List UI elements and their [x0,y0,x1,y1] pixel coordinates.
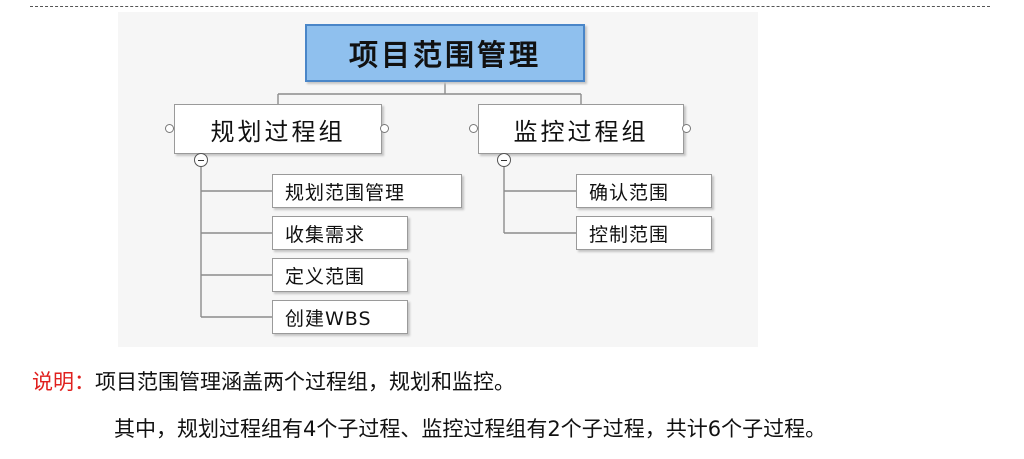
root-node: 项目范围管理 [305,24,585,82]
leaf-node-control-scope[interactable]: 控制范围 [576,216,712,250]
group-node-planning[interactable]: 规划过程组 [174,104,382,154]
dashed-divider [30,6,990,7]
leaf-node-plan-scope[interactable]: 规划范围管理 [272,174,462,208]
explanation-label: 说明： [32,370,95,394]
leaf-node-create-wbs[interactable]: 创建WBS [272,300,408,334]
scope-management-tree: 项目范围管理 规划过程组 监控过程组 规划范围管理 收集需求 定义范围 创建WB… [118,12,758,347]
leaf-node-define-scope[interactable]: 定义范围 [272,258,408,292]
connector-knob-icon [165,124,174,133]
collapse-minus-icon[interactable] [194,153,208,167]
collapse-minus-icon[interactable] [497,153,511,167]
connector-knob-icon [469,124,478,133]
connector-lines [200,82,582,318]
group-node-monitoring[interactable]: 监控过程组 [478,104,684,154]
connector-knob-icon [380,124,389,133]
leaf-node-collect-requirements[interactable]: 收集需求 [272,216,408,250]
connector-knob-icon [682,124,691,133]
explanation-text-2: 其中，规划过程组有4个子过程、监控过程组有2个子过程，共计6个子过程。 [114,417,827,441]
explanation-line-1: 说明：项目范围管理涵盖两个过程组，规划和监控。 [32,366,1012,396]
explanation-text-1: 项目范围管理涵盖两个过程组，规划和监控。 [95,370,515,394]
leaf-node-validate-scope[interactable]: 确认范围 [576,174,712,208]
